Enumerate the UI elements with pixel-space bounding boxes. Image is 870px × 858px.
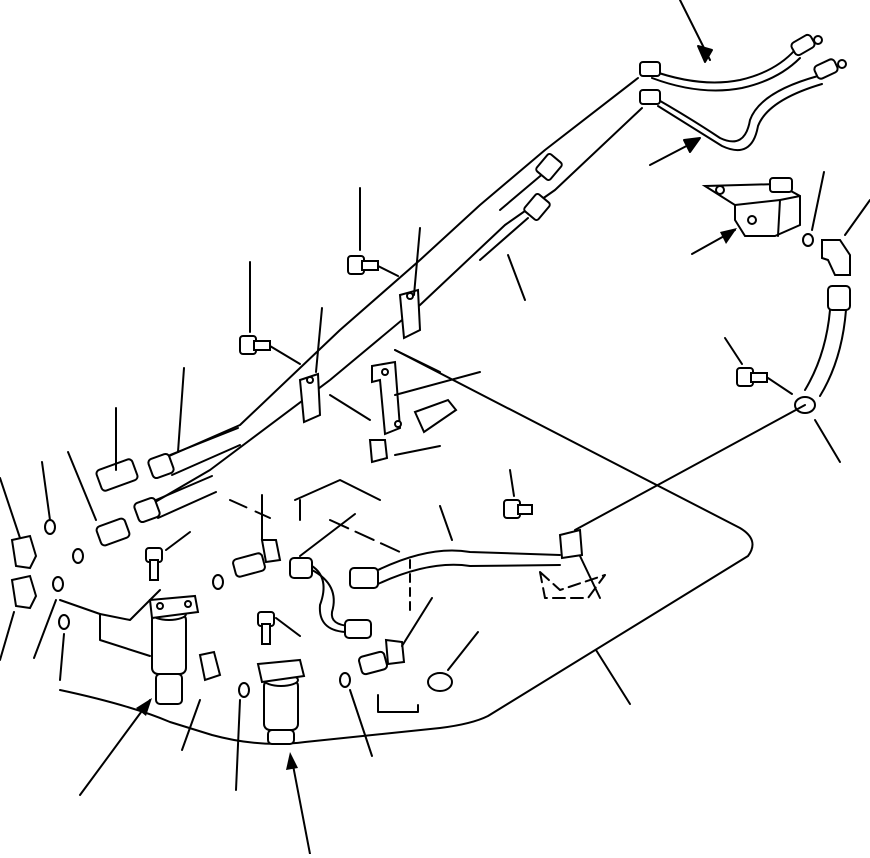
center-fittings <box>232 494 631 705</box>
o-ring <box>44 519 351 698</box>
adapter-fitting <box>67 367 241 547</box>
bracket <box>329 360 481 464</box>
tube-nuts-upper <box>523 153 563 221</box>
upper-hose-pair <box>639 33 847 151</box>
elbow-fitting-right <box>802 171 870 276</box>
swivel-joint <box>79 531 311 855</box>
clamp <box>298 288 422 424</box>
valve-block <box>691 177 801 255</box>
bolt <box>239 187 793 519</box>
upper-tube <box>149 77 643 506</box>
leaders-clamps <box>315 227 421 373</box>
elbow-fitting-left <box>0 461 373 791</box>
floor-plate <box>59 349 754 745</box>
leader-lines-upper <box>649 0 713 166</box>
leader-upper-tube <box>507 254 526 301</box>
hose-right <box>574 285 851 531</box>
